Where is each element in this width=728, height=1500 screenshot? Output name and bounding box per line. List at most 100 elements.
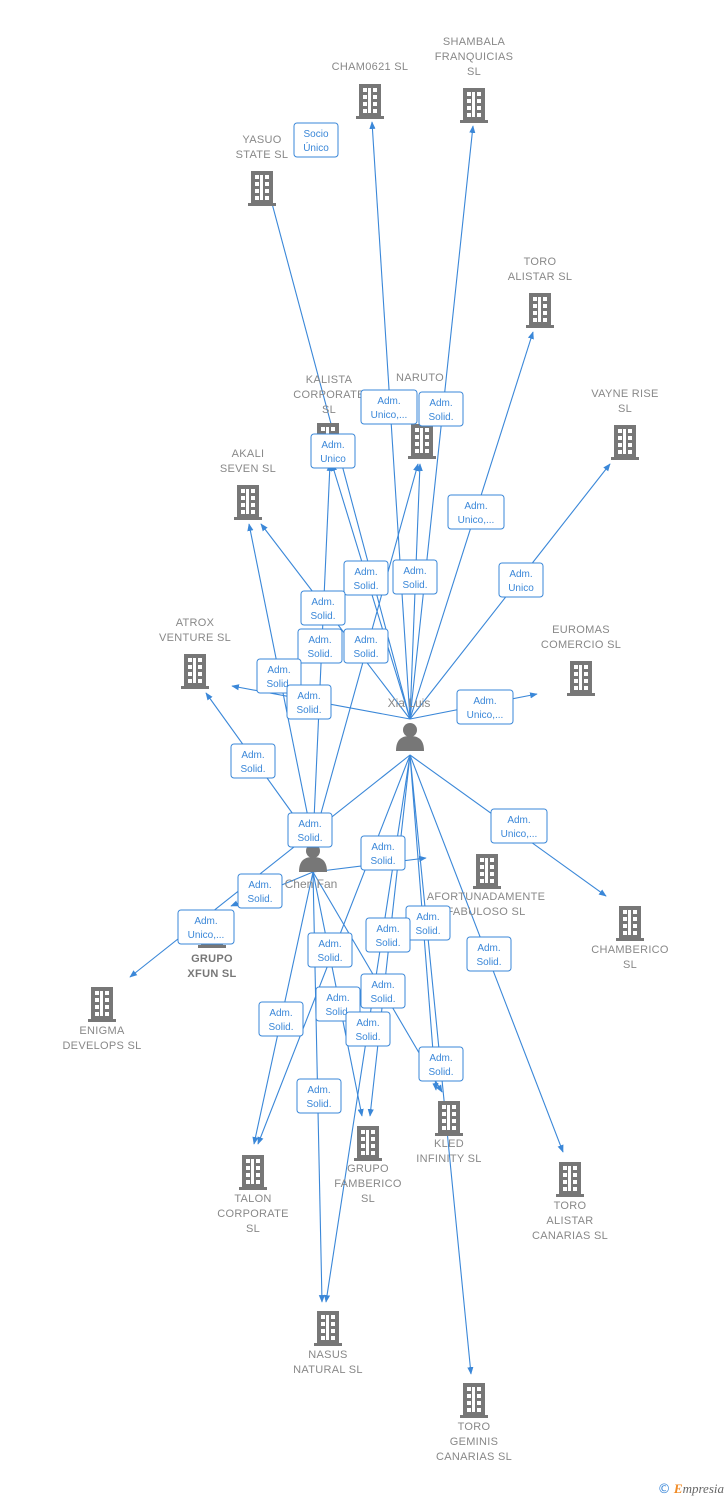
edge-label-box — [490, 808, 548, 844]
edge-label-l23[interactable]: Adm.Solid. — [307, 932, 353, 968]
person-name-xia[interactable]: Xia Luis — [388, 696, 431, 710]
company-name-naruto[interactable]: NARUTO — [396, 372, 444, 384]
building-icon — [460, 88, 488, 123]
person-name-chen[interactable]: Chen Fan — [285, 877, 338, 891]
edge-label-l5[interactable]: Adm.Unico,... — [447, 494, 505, 530]
company-node-naruto[interactable]: NARUTO — [396, 372, 444, 459]
edge-label-text: Adm.Unico — [320, 440, 346, 465]
edge-label-box — [286, 684, 332, 720]
edge-label-l26[interactable]: Adm.Solid. — [360, 973, 406, 1009]
edge-label-l13[interactable]: Adm.Solid. — [286, 684, 332, 720]
company-node-cham[interactable]: CHAM0621 SL — [332, 61, 409, 119]
edge-label-text: Adm.Solid. — [370, 842, 395, 867]
edge-label-text: Adm.Solid. — [268, 1008, 293, 1033]
edge-label-box — [307, 932, 353, 968]
edge-label-text: Adm.Solid. — [355, 1018, 380, 1043]
edge-label-text: Adm.Solid. — [297, 819, 322, 844]
edge-label-box — [297, 628, 343, 664]
edge-label-text: Adm.Unico,... — [458, 501, 495, 526]
edge-label-l30[interactable]: Adm.Solid. — [296, 1078, 342, 1114]
edge-label-l7[interactable]: Adm.Solid. — [343, 560, 389, 596]
edge-label-text: Adm.Solid. — [240, 750, 265, 775]
edge-label-l19[interactable]: Adm.Solid. — [237, 873, 283, 909]
edge-label-text: Adm.Solid. — [307, 635, 332, 660]
edge-label-l6[interactable]: Adm.Unico — [498, 562, 544, 598]
edge-label-l15[interactable]: Adm.Solid. — [230, 743, 276, 779]
footer-brand[interactable]: © Empresia — [658, 1481, 724, 1497]
edge-label-box — [498, 562, 544, 598]
edge-label-l20[interactable]: Adm.Unico,... — [177, 909, 235, 945]
edge-label-l10[interactable]: Adm.Solid. — [297, 628, 343, 664]
edge-label-box — [360, 389, 418, 425]
edge-label-text: Adm.Unico,... — [501, 815, 538, 840]
company-name-cham[interactable]: CHAM0621 SL — [332, 61, 409, 73]
edge-label-text: Adm.Unico,... — [188, 916, 225, 941]
edge-label-l8[interactable]: Adm.Solid. — [392, 559, 438, 595]
edge-label-box — [258, 1001, 304, 1037]
edge-label-l17[interactable]: Adm.Unico,... — [490, 808, 548, 844]
edge-label-l29[interactable]: Adm.Solid. — [418, 1046, 464, 1082]
person-node-chen[interactable]: Chen Fan — [285, 844, 338, 891]
edge-label-text: Adm.Solid. — [266, 665, 291, 690]
building-icon — [460, 1383, 488, 1418]
edge-label-l2[interactable]: Adm.Unico,... — [360, 389, 418, 425]
person-node-xia[interactable]: Xia Luis — [388, 696, 431, 751]
edge-label-l24[interactable]: Adm.Solid. — [466, 936, 512, 972]
building-icon — [356, 84, 384, 119]
edge-label-l14[interactable]: Adm.Unico,... — [456, 689, 514, 725]
edge-label-l16[interactable]: Adm.Solid. — [287, 812, 333, 848]
edge-label-l3[interactable]: Adm.Solid. — [418, 391, 464, 427]
relation-edge-18 — [129, 754, 411, 978]
edge-label-l25[interactable]: Adm.Solid. — [258, 1001, 304, 1037]
edge-label-l21[interactable]: Adm.Solid. — [405, 905, 451, 941]
building-icon — [181, 654, 209, 689]
edge-label-l18[interactable]: Adm.Solid. — [360, 835, 406, 871]
building-icon — [616, 906, 644, 941]
edge-label-l11[interactable]: Adm.Solid. — [343, 628, 389, 664]
edge-label-l9[interactable]: Adm.Solid. — [300, 590, 346, 626]
edge-label-text: Adm.Solid. — [247, 880, 272, 905]
edge-label-text: Adm.Solid. — [317, 939, 342, 964]
edge-label-l4[interactable]: Adm.Unico — [310, 433, 356, 469]
edge-label-l28[interactable]: Adm.Solid. — [345, 1011, 391, 1047]
edge-label-l22[interactable]: Adm.Solid. — [365, 917, 411, 953]
